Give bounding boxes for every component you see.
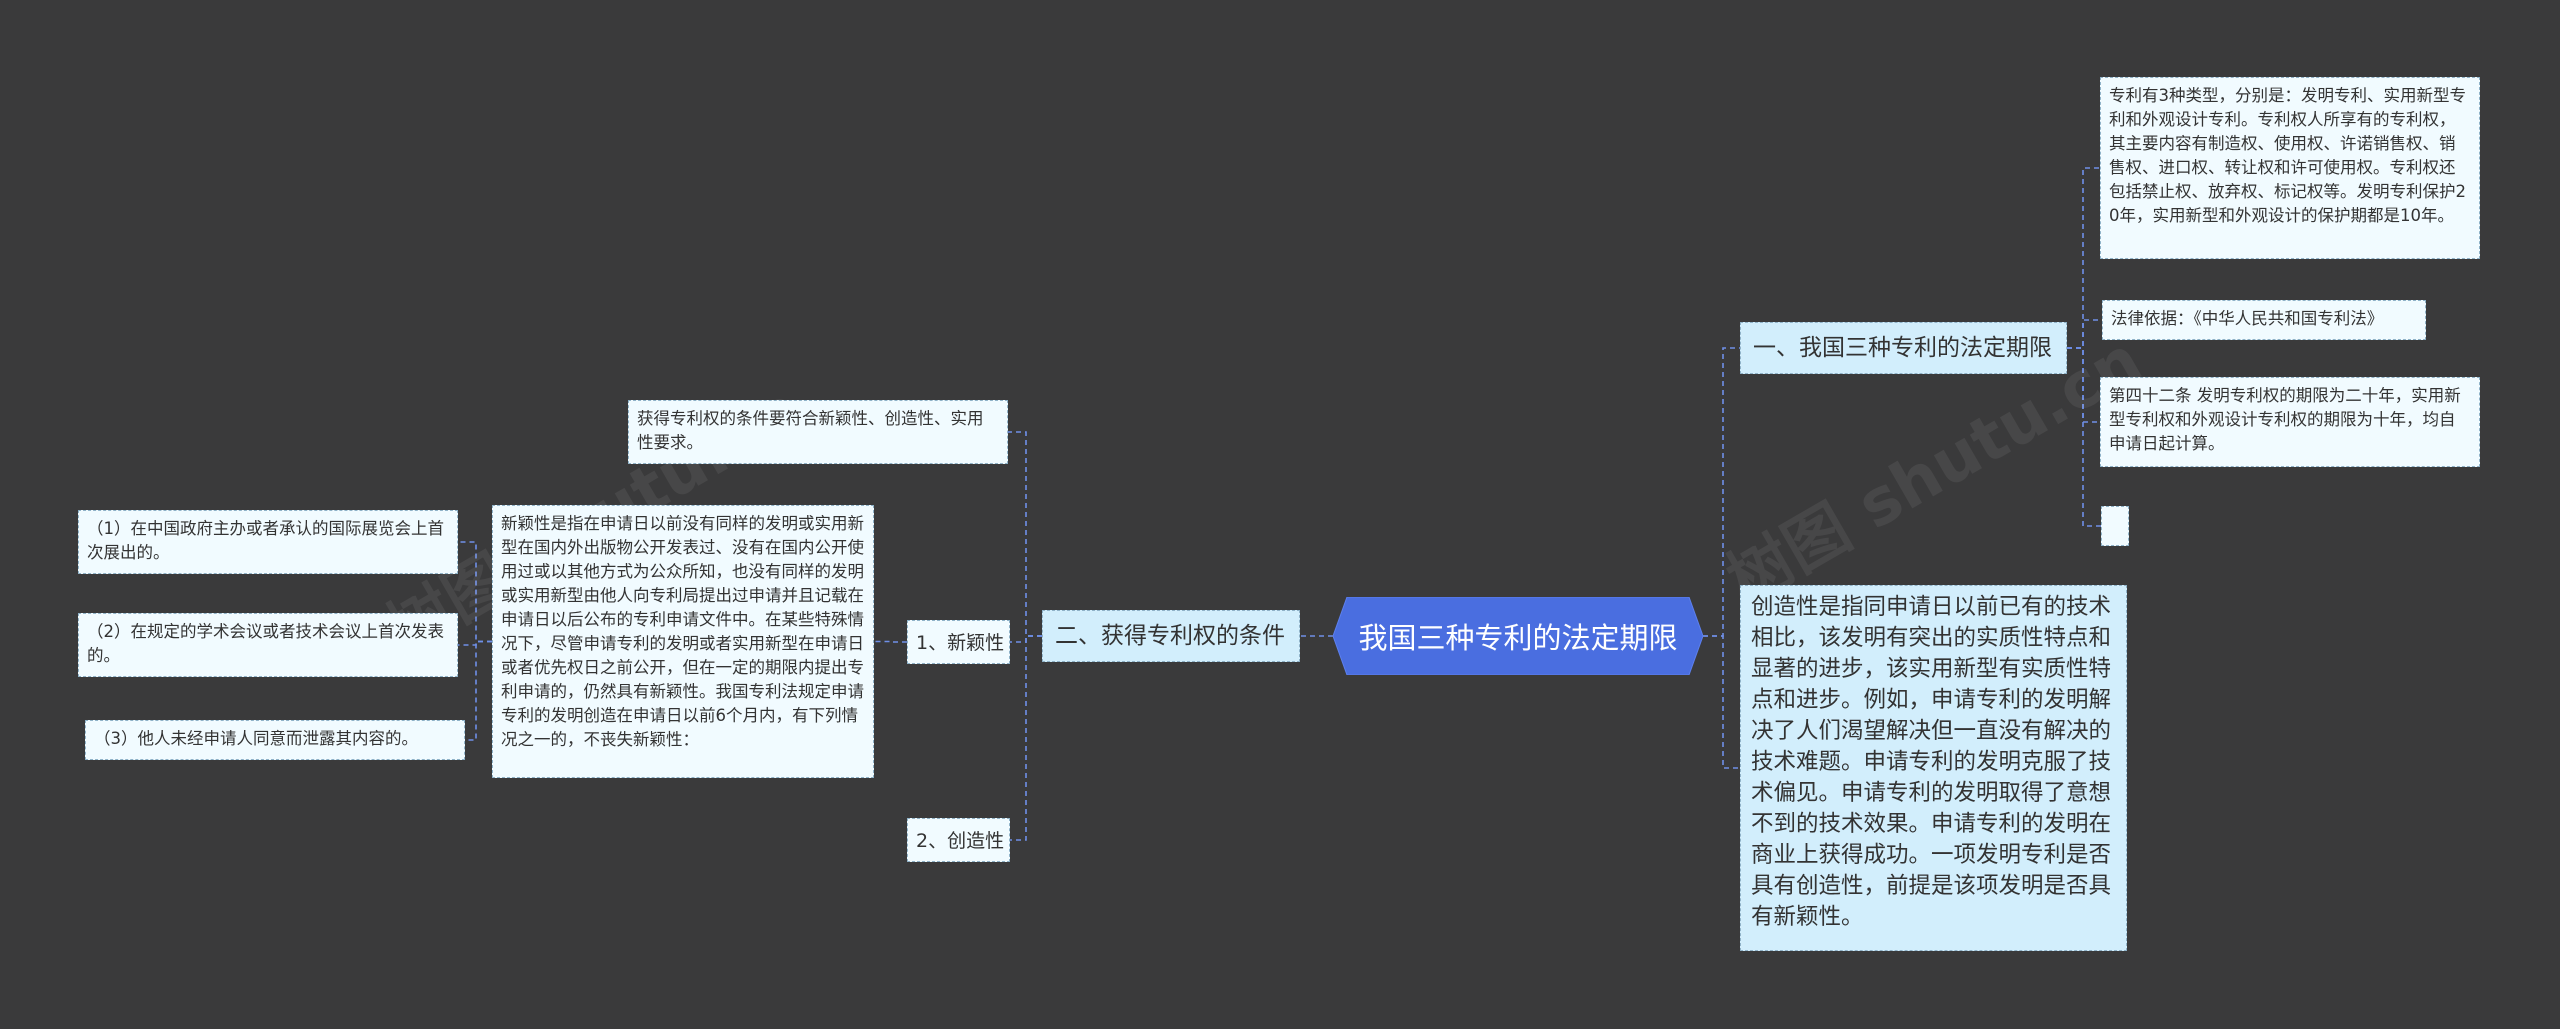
leaf-novelty-definition[interactable]: 新颖性是指在申请日以前没有同样的发明或实用新型在国内外出版物公开发表过、没有在国… (492, 505, 874, 778)
leaf-article-42-text: 第四十二条 发明专利权的期限为二十年，实用新型专利权和外观设计专利权的期限为十年… (2109, 386, 2461, 453)
connector-line (1008, 431, 1042, 637)
root-hexagon-shape (1333, 597, 1703, 675)
sub-novelty[interactable]: 1、新颖性 (907, 620, 1010, 664)
connector-line (874, 640, 907, 643)
connector-line (458, 640, 492, 646)
leaf-creativity-definition-text: 创造性是指同申请日以前已有的技术相比，该发明有突出的实质性特点和显著的进步，该实… (1751, 594, 2112, 930)
leaf-creativity-definition[interactable]: 创造性是指同申请日以前已有的技术相比，该发明有突出的实质性特点和显著的进步，该实… (1740, 585, 2127, 951)
branch-patent-conditions[interactable]: 二、获得专利权的条件 (1042, 610, 1300, 662)
leaf-article-42[interactable]: 第四十二条 发明专利权的期限为二十年，实用新型专利权和外观设计专利权的期限为十年… (2100, 377, 2480, 467)
leaf-patent-types-text: 专利有3种类型，分别是：发明专利、实用新型专利和外观设计专利。专利权人所享有的专… (2109, 86, 2466, 225)
connector-line (2067, 319, 2102, 349)
branch-patent-terms[interactable]: 一、我国三种专利的法定期限 (1740, 322, 2067, 374)
sub-creativity-label: 2、创造性 (916, 830, 1005, 852)
leaf-novelty-item-2[interactable]: （2）在规定的学术会议或者技术会议上首次发表的。 (78, 613, 458, 677)
root-topic[interactable]: 我国三种专利的法定期限 (1333, 597, 1703, 675)
connector-line (1010, 635, 1042, 841)
leaf-conditions-text: 获得专利权的条件要符合新颖性、创造性、实用性要求。 (637, 409, 984, 452)
sub-creativity[interactable]: 2、创造性 (907, 818, 1010, 862)
root-title: 我国三种专利的法定期限 (1358, 621, 1678, 655)
sub-novelty-label: 1、新颖性 (916, 632, 1005, 654)
leaf-novelty-item-1[interactable]: （1）在中国政府主办或者承认的国际展览会上首次展出的。 (78, 510, 458, 574)
leaf-legal-basis[interactable]: 法律依据：《中华人民共和国专利法》 (2102, 300, 2426, 340)
leaf-patent-types[interactable]: 专利有3种类型，分别是：发明专利、实用新型专利和外观设计专利。专利权人所享有的专… (2100, 77, 2480, 259)
connector-line (465, 640, 492, 741)
connector-line (458, 541, 492, 643)
connector-line (2067, 347, 2101, 527)
leaf-novelty-item-3-text: （3）他人未经申请人同意而泄露其内容的。 (94, 729, 418, 748)
leaf-novelty-item-2-text: （2）在规定的学术会议或者技术会议上首次发表的。 (87, 622, 444, 665)
leaf-legal-basis-text: 法律依据：《中华人民共和国专利法》 (2111, 309, 2384, 328)
branch-patent-conditions-label: 二、获得专利权的条件 (1055, 623, 1285, 649)
leaf-novelty-definition-text: 新颖性是指在申请日以前没有同样的发明或实用新型在国内外出版物公开发表过、没有在国… (501, 514, 864, 749)
leaf-novelty-item-3[interactable]: （3）他人未经申请人同意而泄露其内容的。 (85, 720, 465, 760)
leaf-empty[interactable] (2101, 506, 2129, 546)
branch-patent-terms-label: 一、我国三种专利的法定期限 (1753, 335, 2052, 361)
connector-line (1703, 635, 1740, 769)
leaf-novelty-item-1-text: （1）在中国政府主办或者承认的国际展览会上首次展出的。 (87, 519, 444, 562)
leaf-conditions[interactable]: 获得专利权的条件要符合新颖性、创造性、实用性要求。 (628, 400, 1008, 464)
connector-line (1703, 347, 1740, 637)
